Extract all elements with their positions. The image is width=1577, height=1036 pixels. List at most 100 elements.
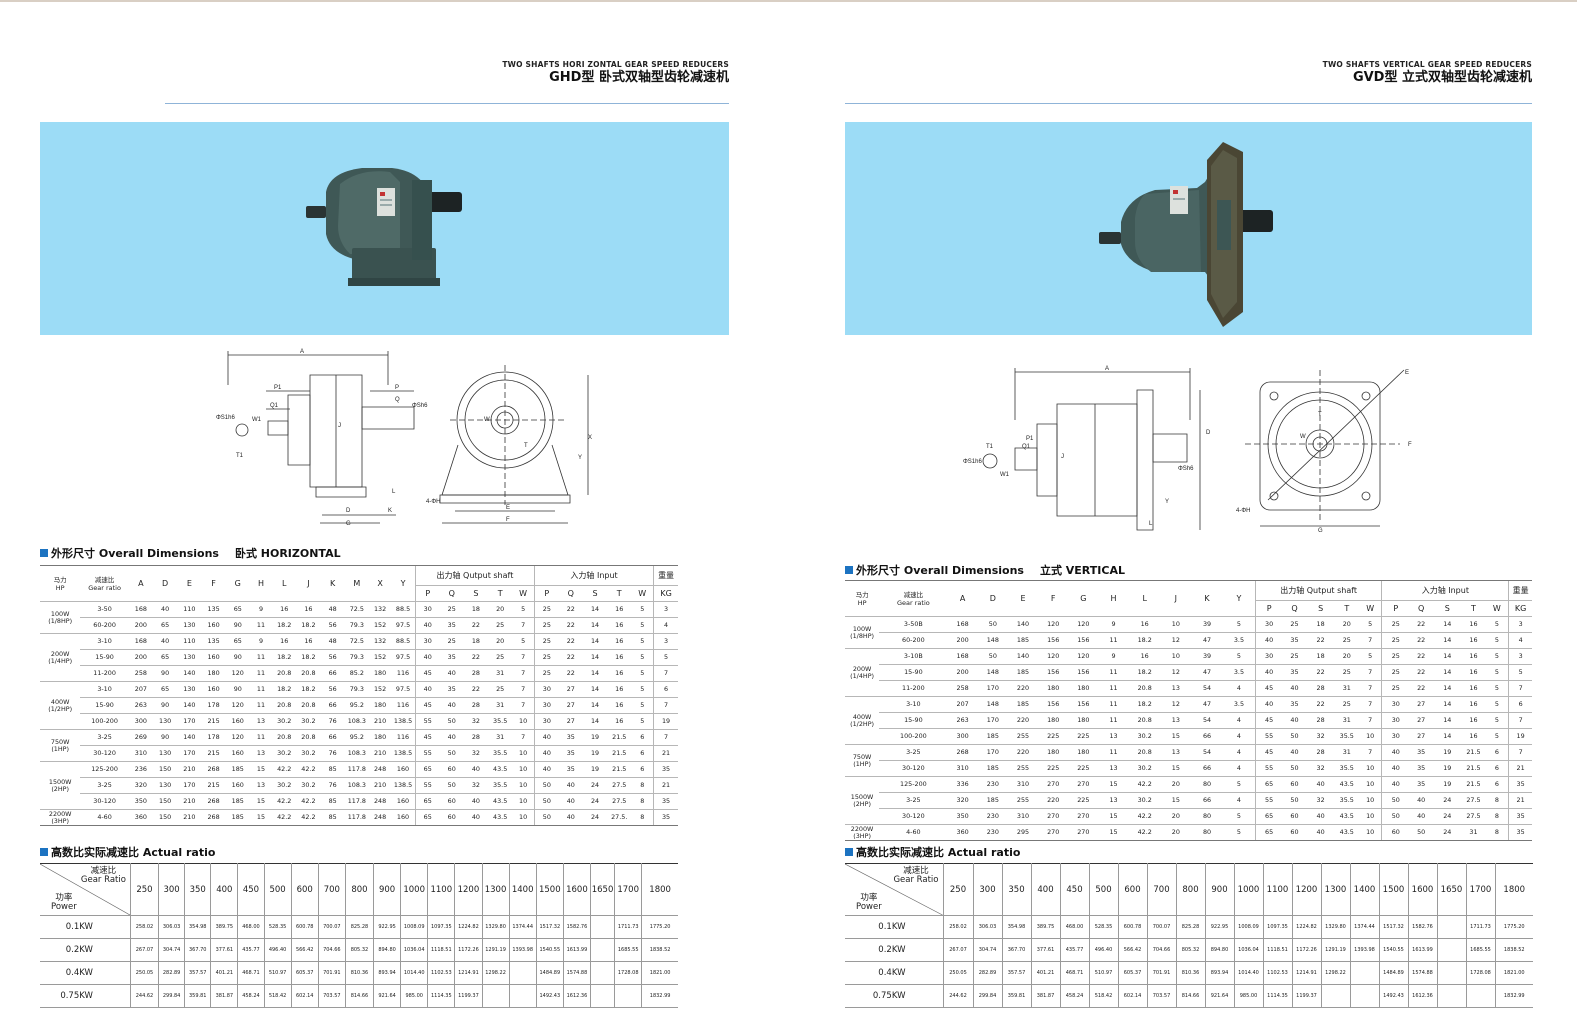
header-output-Q: Q [439, 585, 464, 602]
ratio-value-cell: 1832.99 [1494, 984, 1533, 1008]
value-cell: 18.2 [272, 649, 297, 666]
value-cell: 360 [947, 824, 978, 841]
header-input-S: S [1433, 600, 1462, 617]
value-cell: 14 [582, 601, 608, 618]
header-dim-M: M [344, 565, 369, 602]
value-cell: 10 [1358, 792, 1382, 809]
value-cell: 16 [607, 649, 632, 666]
ratio-cell: 30-120 [80, 793, 129, 810]
value-cell: 90 [153, 665, 178, 682]
value-cell: 27 [558, 697, 583, 714]
right-header-cn: GVD型 立式双轴型齿轮减速机 [1352, 70, 1532, 85]
value-cell: 42.2 [1128, 824, 1161, 841]
value-cell: 43.5 [1334, 776, 1359, 793]
value-cell: 11 [249, 681, 273, 698]
value-cell: 5 [1485, 664, 1509, 681]
value-cell: 35 [558, 729, 583, 746]
value-cell: 45 [414, 697, 440, 714]
ratio-value-cell: 1711.73 [1465, 915, 1496, 939]
value-cell: 85 [320, 809, 345, 826]
value-cell: 7 [1508, 712, 1532, 729]
header-input-Q: Q [558, 585, 583, 602]
ratio-header-1000: 1000 [400, 863, 429, 916]
value-cell: 360 [128, 809, 154, 826]
corner-diagonal [845, 864, 942, 915]
value-cell: 32 [463, 745, 489, 762]
ratio-value-cell: 367.70 [1001, 938, 1032, 962]
value-cell: 210 [368, 777, 392, 794]
value-cell: 50 [1409, 824, 1434, 841]
header-input-W: W [1485, 600, 1509, 617]
right-header: TWO SHAFTS VERTICAL GEAR SPEED REDUCERS … [1323, 60, 1532, 86]
value-cell: 7 [1508, 680, 1532, 697]
value-cell: 60 [1282, 824, 1307, 841]
value-cell: 5 [1358, 648, 1382, 665]
value-cell: 3 [1508, 648, 1532, 665]
value-cell: 210 [368, 713, 392, 730]
value-cell: 5 [1485, 648, 1509, 665]
value-cell: 40 [414, 649, 440, 666]
value-cell: 350 [947, 808, 978, 825]
value-cell: 225 [1068, 728, 1099, 745]
hp-cell: 1500W(2HP) [845, 776, 880, 825]
value-cell: 14 [1433, 632, 1462, 649]
value-cell: 19 [653, 713, 678, 730]
value-cell: 168 [947, 648, 978, 665]
ratio-header-250: 250 [942, 863, 974, 916]
value-cell: 25 [1334, 664, 1359, 681]
value-cell: 16 [296, 633, 321, 650]
ratio-value-cell: 1821.00 [1494, 961, 1533, 985]
section-marker [40, 549, 48, 557]
dim-label-L: L [392, 489, 396, 495]
ratio-header-250: 250 [129, 863, 160, 916]
value-cell: 25 [1381, 664, 1410, 681]
value-cell: 66 [1190, 728, 1224, 745]
ratio-value-cell: 435.77 [1059, 938, 1090, 962]
ratio-value-cell: 389.75 [1030, 915, 1061, 939]
value-cell: 30 [414, 601, 440, 618]
value-cell: 24 [1433, 808, 1462, 825]
value-cell: 27 [1409, 728, 1434, 745]
value-cell: 180 [1038, 712, 1069, 729]
value-cell: 230 [977, 776, 1008, 793]
ratio-value-cell: 401.21 [1030, 961, 1061, 985]
value-cell: 22 [558, 649, 583, 666]
value-cell: 35.5 [1334, 728, 1359, 745]
ratio-value-cell: 700.07 [1146, 915, 1177, 939]
ratio-value-cell: 700.07 [317, 915, 346, 939]
header-dim-E: E [177, 565, 202, 602]
ratio-value-cell: 1172.26 [454, 938, 483, 962]
header-ratio-cn: 减速比 [903, 590, 924, 599]
ratio-cell: 60-200 [879, 632, 948, 649]
ratio-value-cell [1436, 961, 1467, 985]
value-cell: 47 [1190, 632, 1224, 649]
ratio-value-cell: 389.75 [210, 915, 239, 939]
value-cell: 11 [249, 697, 273, 714]
value-cell: 43.5 [1334, 824, 1359, 841]
dim-label-W: W [484, 417, 490, 423]
value-cell: 22 [1409, 632, 1434, 649]
ratio-value-cell: 244.62 [942, 984, 974, 1008]
value-cell: 14 [582, 617, 608, 634]
value-cell: 8 [631, 777, 654, 794]
power-cell: 0.75KW [845, 984, 944, 1008]
header-hp-cn: 马力 [53, 575, 67, 584]
ratio-value-cell: 602.14 [290, 984, 319, 1008]
corner-power-cn: 功率 [860, 893, 878, 903]
value-cell: 16 [1128, 616, 1161, 633]
value-cell: 24 [582, 777, 608, 794]
value-cell: 25 [533, 665, 559, 682]
header-input-P: P [533, 585, 559, 602]
ratio-cell: 3-25 [80, 777, 129, 794]
value-cell: 35.5 [488, 777, 513, 794]
left-header-en: TWO SHAFTS HORI ZONTAL GEAR SPEED REDUCE… [502, 60, 729, 69]
value-cell: 30.2 [272, 713, 297, 730]
ratio-value-cell: 306.03 [972, 915, 1003, 939]
value-cell: 35 [653, 809, 678, 826]
header-hp-cn: 马力 [855, 590, 869, 599]
value-cell: 268 [947, 744, 978, 761]
